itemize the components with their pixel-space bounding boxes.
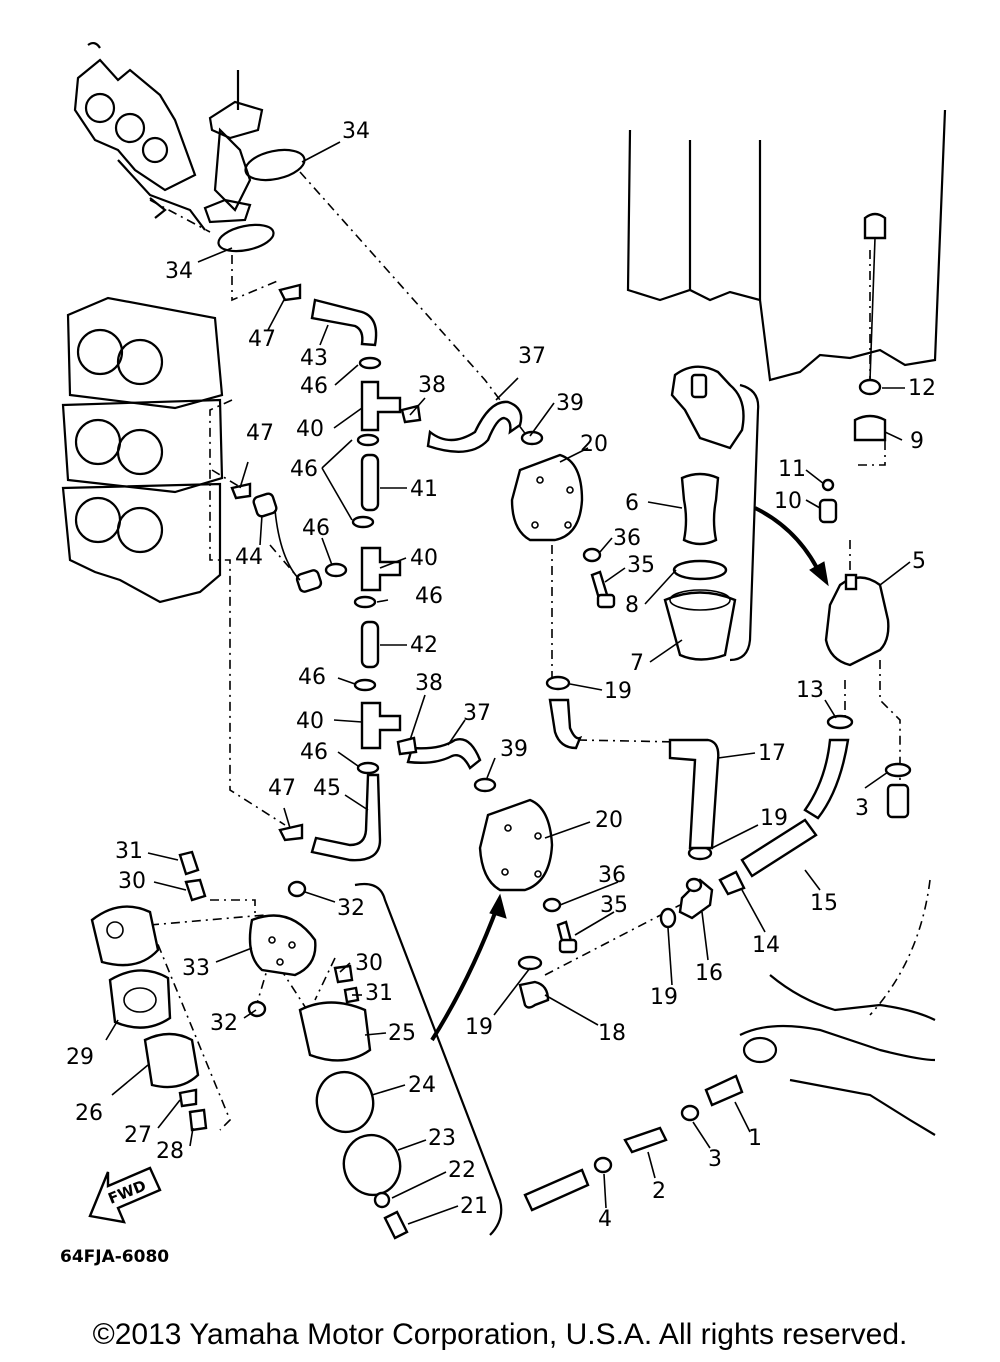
- callout-33: 33: [182, 956, 210, 981]
- callout-8: 8: [625, 593, 639, 618]
- callout-18: 18: [598, 1021, 626, 1046]
- callout-5: 5: [912, 549, 926, 574]
- callout-10: 10: [774, 489, 802, 514]
- leader-lines: [105, 141, 911, 1225]
- callout-14: 14: [752, 933, 780, 958]
- callout-25: 25: [388, 1021, 416, 1046]
- callout-41: 41: [410, 477, 438, 502]
- callout-9: 9: [910, 429, 924, 454]
- callout-3: 3: [855, 796, 869, 821]
- copyright-notice: ©2013 Yamaha Motor Corporation, U.S.A. A…: [92, 1318, 908, 1351]
- callout-46: 46: [298, 665, 326, 690]
- carburetor-body-drawing: [61, 41, 224, 604]
- callout-19: 19: [604, 679, 632, 704]
- callout-31: 31: [115, 839, 143, 864]
- callout-40: 40: [296, 709, 324, 734]
- callout-34: 34: [165, 259, 193, 284]
- callout-12: 12: [908, 376, 936, 401]
- callout-36: 36: [613, 526, 641, 551]
- lower-unit-drawing: [739, 974, 936, 1136]
- callout-19: 19: [760, 806, 788, 831]
- callout-43: 43: [300, 346, 328, 371]
- cowling-outline-drawing: [626, 109, 947, 382]
- callout-20: 20: [580, 432, 608, 457]
- diagram-code: 64FJA-6080: [60, 1247, 169, 1267]
- callout-16: 16: [695, 961, 723, 986]
- callout-38: 38: [418, 373, 446, 398]
- callout-1: 1: [748, 1126, 762, 1151]
- callout-22: 22: [448, 1158, 476, 1183]
- callout-26: 26: [75, 1101, 103, 1126]
- callout-19: 19: [465, 1015, 493, 1040]
- callout-46: 46: [415, 584, 443, 609]
- callout-47: 47: [248, 327, 276, 352]
- callout-38: 38: [415, 671, 443, 696]
- callout-45: 45: [313, 776, 341, 801]
- callout-42: 42: [410, 633, 438, 658]
- callout-2: 2: [652, 1179, 666, 1204]
- group-brackets: [354, 383, 760, 1236]
- assembly-arrows: [430, 506, 829, 1042]
- callout-47: 47: [268, 776, 296, 801]
- callout-46: 46: [300, 374, 328, 399]
- callout-13: 13: [796, 678, 824, 703]
- callout-46: 46: [300, 740, 328, 765]
- parts: [88, 212, 912, 1240]
- callout-35: 35: [627, 553, 655, 578]
- joint-and-gasket-drawings: [117, 70, 306, 253]
- callout-6: 6: [625, 491, 639, 516]
- callout-31: 31: [365, 981, 393, 1006]
- callout-37: 37: [463, 701, 491, 726]
- callout-19: 19: [650, 985, 678, 1010]
- callout-47: 47: [246, 421, 274, 446]
- callout-46: 46: [290, 457, 318, 482]
- callout-4: 4: [598, 1207, 612, 1232]
- callout-40: 40: [410, 546, 438, 571]
- callout-32: 32: [337, 896, 365, 921]
- callout-32: 32: [210, 1011, 238, 1036]
- fuel-system-exploded-diagram: 34 34 47 43 46 37 38 40 39 20 46 47 41 4…: [60, 41, 947, 1267]
- callout-46: 46: [302, 516, 330, 541]
- callout-30: 30: [118, 869, 146, 894]
- part-callout-numbers: 34 34 47 43 46 37 38 40 39 20 46 47 41 4…: [66, 119, 936, 1232]
- callout-27: 27: [124, 1123, 152, 1148]
- callout-37: 37: [518, 344, 546, 369]
- callout-39: 39: [556, 391, 584, 416]
- callout-39: 39: [500, 737, 528, 762]
- callout-35: 35: [600, 893, 628, 918]
- callout-15: 15: [810, 891, 838, 916]
- callout-28: 28: [156, 1139, 184, 1164]
- callout-20: 20: [595, 808, 623, 833]
- callout-17: 17: [758, 741, 786, 766]
- callout-3: 3: [708, 1147, 722, 1172]
- callout-24: 24: [408, 1073, 436, 1098]
- callout-30: 30: [355, 951, 383, 976]
- callout-23: 23: [428, 1126, 456, 1151]
- callout-29: 29: [66, 1045, 94, 1070]
- callout-40: 40: [296, 417, 324, 442]
- callout-36: 36: [598, 863, 626, 888]
- callout-34: 34: [342, 119, 370, 144]
- callout-7: 7: [630, 651, 644, 676]
- callout-44: 44: [235, 545, 263, 570]
- callout-21: 21: [460, 1194, 488, 1219]
- callout-11: 11: [778, 457, 806, 482]
